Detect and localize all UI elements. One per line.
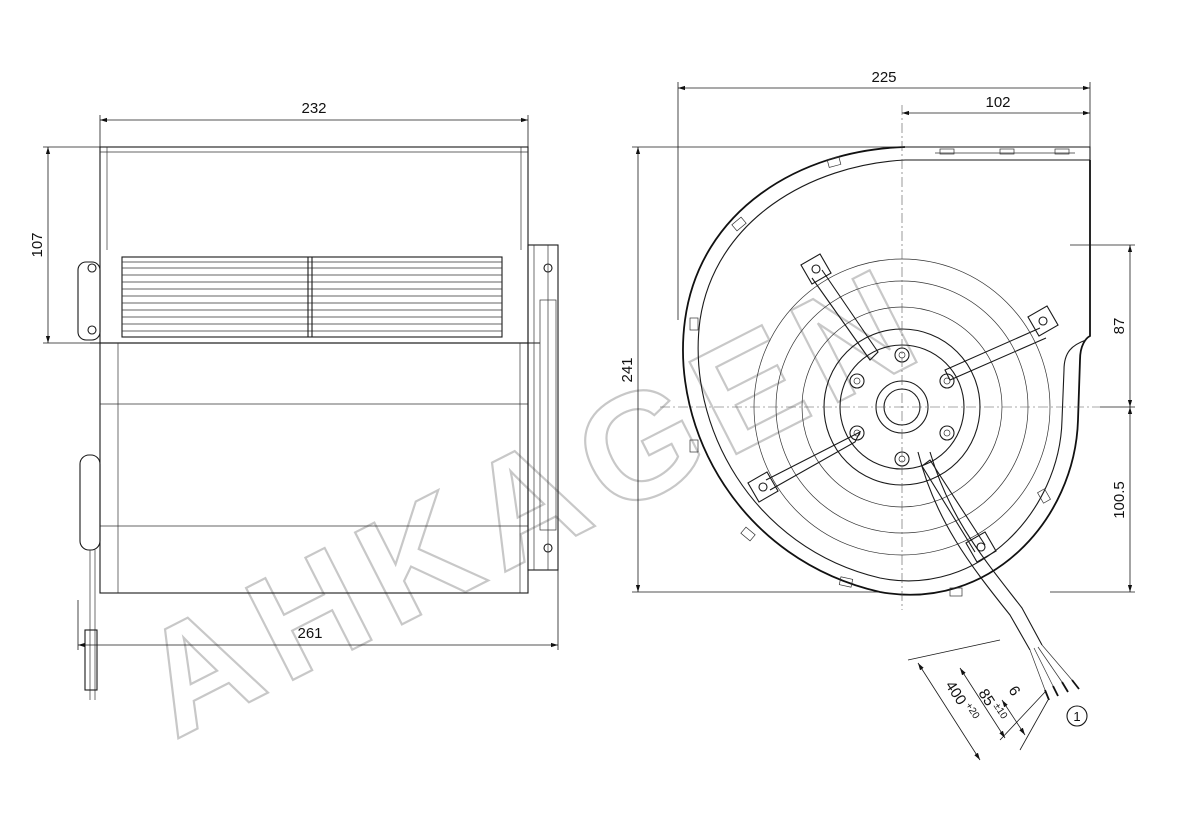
dim-label-241: 241 [619, 357, 636, 382]
front-dimension-87: 87 [1070, 244, 1135, 408]
side-impeller [121, 256, 503, 338]
side-view [77, 146, 559, 700]
front-dimension-225: 225 [677, 69, 1091, 320]
dim-label-87: 87 [1111, 318, 1128, 335]
mount-arm-top-left [800, 253, 879, 361]
dim-label-261: 261 [297, 625, 322, 642]
side-dimension-232: 232 [99, 100, 529, 147]
mount-arm-bottom-left [747, 430, 862, 503]
callout-1-text: 1 [1073, 709, 1080, 724]
dim-label-102: 102 [985, 94, 1010, 111]
mount-arm-top-right [944, 305, 1059, 381]
dim-label-100-5: 100.5 [1111, 481, 1128, 519]
callout-1: 1 [1066, 705, 1088, 727]
front-view [660, 105, 1100, 701]
side-dimension-107: 107 [29, 146, 100, 344]
side-dimension-261: 261 [77, 570, 559, 650]
front-dimension-102: 102 [902, 94, 1090, 116]
cable-dimensions: 400 +20 85 ±10 6 1 [907, 639, 1088, 761]
front-dimension-100-5: 100.5 [1050, 407, 1135, 593]
dim-label-6: 6 [1005, 683, 1024, 699]
dim-tol-400: +20 [963, 701, 982, 722]
dim-tol-85: ±10 [991, 701, 1010, 721]
mount-arm-bottom-right [921, 459, 997, 563]
watermark: AHKAGEN [112, 229, 953, 770]
dim-label-225: 225 [871, 69, 896, 86]
watermark-text: AHKAGEN [113, 230, 952, 768]
dim-label-232: 232 [301, 100, 326, 117]
dim-label-85: 85 [975, 686, 998, 709]
front-dimension-241: 241 [619, 146, 905, 593]
dim-label-400: 400 [942, 678, 970, 708]
power-cable [917, 451, 1080, 701]
dim-label-107: 107 [29, 232, 46, 257]
